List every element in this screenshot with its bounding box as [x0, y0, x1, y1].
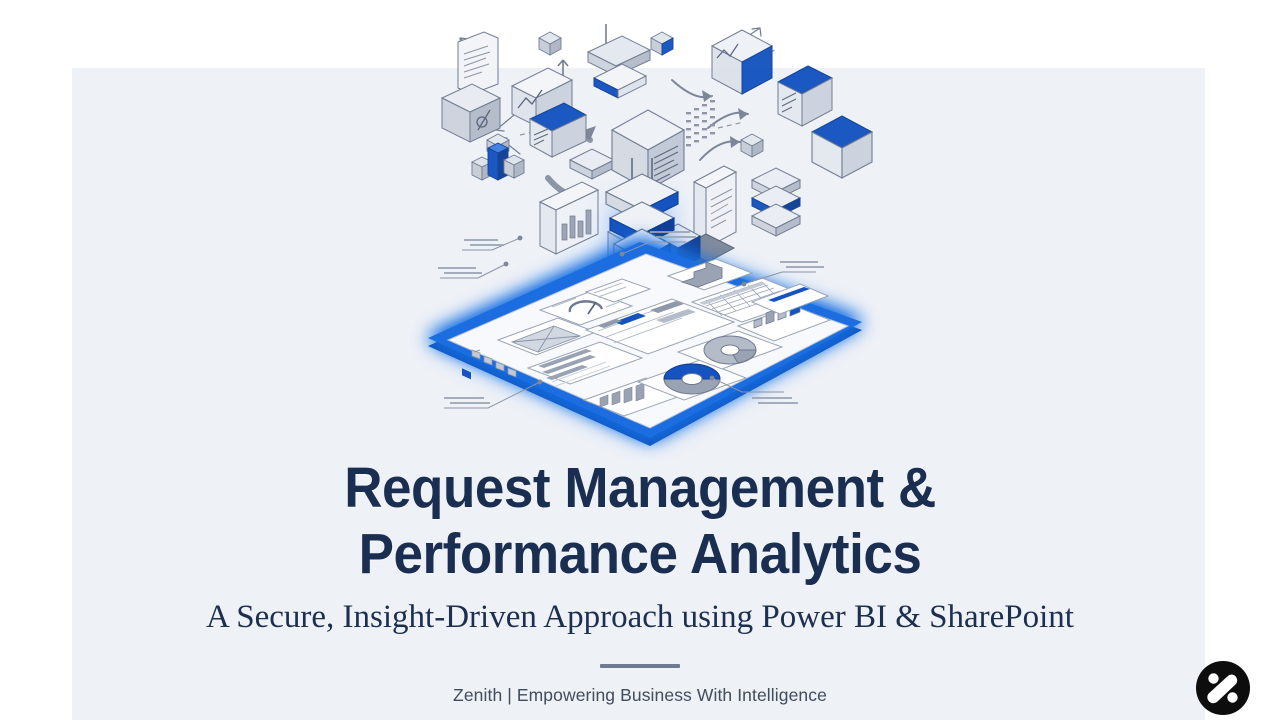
floating-slab — [568, 148, 616, 180]
floating-bar-chart-card — [538, 181, 600, 255]
page-subtitle: A Secure, Insight-Driven Approach using … — [206, 599, 1074, 636]
footer-tagline: Zenith | Empowering Business With Intell… — [453, 685, 827, 706]
title-line-2: Performance Analytics — [358, 522, 922, 587]
illustration-isometric-dashboard — [400, 10, 900, 460]
floating-gear-cube — [440, 83, 502, 143]
widget-text-list — [526, 341, 644, 387]
slide-text-block: Request Management & Performance Analyti… — [0, 455, 1280, 720]
divider-wrapper — [0, 664, 1280, 669]
dashboard-toolbar — [462, 349, 517, 380]
floating-window-card-blue — [528, 102, 588, 158]
widget-small-card — [584, 278, 652, 303]
widget-kpi-bars — [584, 298, 736, 355]
zenith-logo — [1195, 660, 1251, 716]
floating-open-box — [810, 115, 874, 179]
floating-cube — [740, 133, 764, 158]
logo-mark — [1207, 673, 1238, 704]
floating-data-cloud — [440, 24, 874, 271]
widget-data-table — [690, 277, 814, 323]
floating-window-card — [776, 65, 834, 127]
floating-stacked-disks — [750, 167, 802, 237]
page-title: Request Management & Performance Analyti… — [45, 455, 1235, 587]
floating-cube — [538, 31, 562, 56]
callout-annotations — [438, 231, 824, 409]
widget-image-placeholder — [496, 317, 598, 356]
widget-step-chart — [666, 258, 754, 291]
floating-cube-blue — [650, 31, 674, 56]
floating-screen-cube — [710, 29, 774, 95]
floating-dotted-grid — [686, 100, 715, 147]
floating-document — [457, 31, 499, 95]
dashboard-tablet — [428, 242, 862, 446]
title-line-1: Request Management & — [344, 456, 936, 520]
widget-progress-bar — [750, 283, 830, 315]
widget-column-chart — [736, 297, 832, 342]
floating-segmented-bars — [586, 35, 652, 99]
widget-donut-chart-blue — [636, 359, 748, 401]
widget-donut-chart-gray — [676, 330, 784, 370]
floating-bar-columns — [470, 142, 526, 181]
floating-main-cube — [610, 109, 686, 191]
divider — [600, 664, 680, 669]
